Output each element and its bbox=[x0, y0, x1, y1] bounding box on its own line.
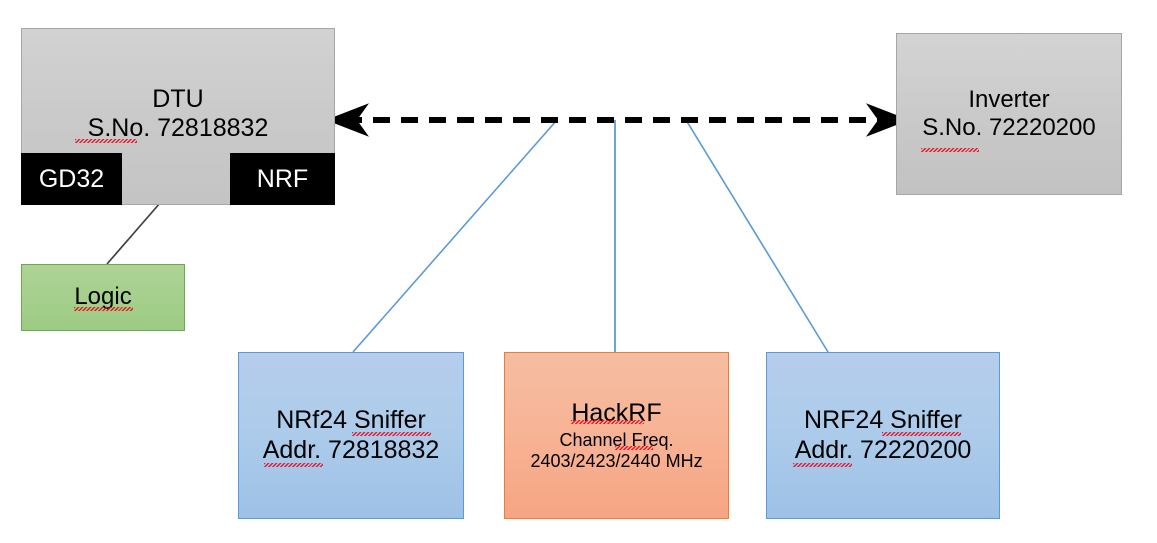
dtu-serial: S.No. 72818832 bbox=[87, 114, 269, 143]
nrf-sniffer-right-title: NRF24 Sniffer bbox=[804, 406, 962, 435]
tap-nrf-sniffer-right bbox=[685, 119, 829, 353]
nrf-chip[interactable]: NRF bbox=[230, 153, 335, 205]
spellcheck-squiggle-sniffer-right-1 bbox=[882, 432, 961, 436]
gd32-chip[interactable]: GD32 bbox=[21, 153, 122, 205]
hackrf-channel-freqs: 2403/2423/2440 MHz bbox=[530, 450, 703, 471]
spellcheck-squiggle-sniffer-left-2 bbox=[264, 463, 323, 467]
tap-nrf-sniffer-left bbox=[352, 119, 558, 353]
inverter-title: Inverter bbox=[968, 85, 1050, 113]
nrf-label: NRF bbox=[256, 164, 309, 193]
nrf-sniffer-left-address: Addr. 72818832 bbox=[262, 435, 440, 464]
spellcheck-squiggle-inverter-serial bbox=[921, 148, 979, 152]
spellcheck-squiggle-hackrf-1 bbox=[571, 420, 644, 424]
spellcheck-squiggle-hackrf-2 bbox=[615, 446, 653, 450]
inverter-node[interactable]: Inverter S.No. 72220200 bbox=[896, 33, 1122, 195]
hackrf-node[interactable]: HackRF Channel Freq. 2403/2423/2440 MHz bbox=[504, 352, 729, 519]
spellcheck-squiggle-logic bbox=[74, 307, 133, 311]
spellcheck-squiggle-sniffer-left-1 bbox=[352, 432, 431, 436]
dtu-title: DTU bbox=[152, 85, 204, 113]
logic-node[interactable]: Logic bbox=[21, 264, 185, 331]
inverter-serial: S.No. 72220200 bbox=[922, 114, 1096, 141]
nrf-sniffer-left-title: NRf24 Sniffer bbox=[276, 406, 426, 435]
gd32-label: GD32 bbox=[38, 164, 105, 193]
spellcheck-squiggle-sniffer-right-2 bbox=[793, 463, 852, 467]
logic-label: Logic bbox=[74, 283, 132, 311]
hackrf-channel-label: Channel Freq. bbox=[559, 429, 674, 450]
nrf-sniffer-right-address: Addr. 72220200 bbox=[794, 435, 972, 464]
hackrf-title: HackRF bbox=[571, 399, 662, 428]
spellcheck-squiggle-dtu-serial bbox=[75, 139, 137, 143]
